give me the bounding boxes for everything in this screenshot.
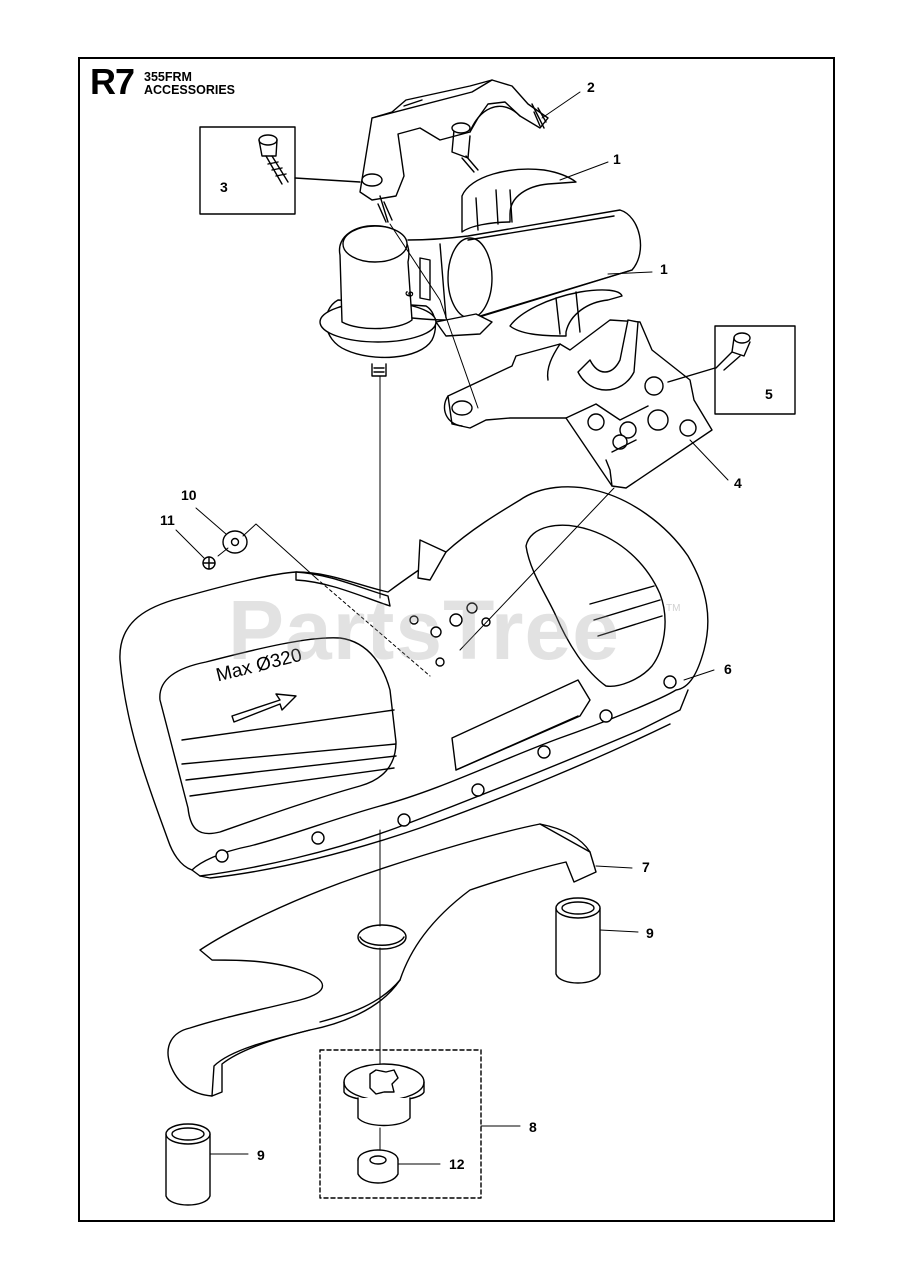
sheet-title: 355FRM ACCESSORIES: [144, 70, 235, 98]
sheet-code: R7: [90, 61, 135, 102]
callout-10: 10: [181, 487, 197, 503]
callout-1-upper: 1: [613, 151, 621, 167]
washer-part-10: [222, 530, 248, 554]
watermark-tm: TM: [666, 603, 681, 614]
callout-9-upper: 9: [646, 925, 654, 941]
callout-2: 2: [587, 79, 595, 95]
drawing-frame: [78, 57, 835, 1222]
section-name: ACCESSORIES: [144, 83, 235, 98]
screw-part-3: [258, 134, 289, 185]
blade-part-7: [167, 823, 597, 1097]
callout-9-lower: 9: [257, 1147, 265, 1163]
trimmer-guard-part: [119, 486, 709, 879]
callout-5: 5: [765, 386, 773, 402]
callout-4: 4: [734, 475, 742, 491]
callout-6: 6: [724, 661, 732, 677]
model-number: 355FRM: [144, 70, 192, 84]
nut-part-11: [202, 556, 216, 570]
callout-11: 11: [160, 512, 175, 528]
bushing-part-1b: [509, 289, 623, 337]
callout-7: 7: [642, 859, 650, 875]
flange-part: [343, 1063, 425, 1127]
part-3-detail-box: [199, 126, 296, 215]
gear-head-assembly: [319, 209, 642, 377]
bushing-part-1a: [461, 168, 577, 233]
spacer-part-9b: [165, 1123, 211, 1206]
part-5-detail-box: [714, 325, 796, 415]
upper-clamp-part: [359, 79, 549, 223]
watermark: PartsTree: [228, 583, 620, 677]
callout-3: 3: [220, 179, 228, 195]
callout-8: 8: [529, 1119, 537, 1135]
screw-part-5: [715, 332, 751, 371]
callout-1-lower: 1: [660, 261, 668, 277]
callout-12: 12: [449, 1156, 465, 1172]
nut-part-12: [357, 1149, 399, 1184]
part-8-kit-box: [319, 1049, 482, 1199]
lower-clamp-part: [443, 319, 713, 489]
spacer-part-9a: [555, 897, 601, 984]
